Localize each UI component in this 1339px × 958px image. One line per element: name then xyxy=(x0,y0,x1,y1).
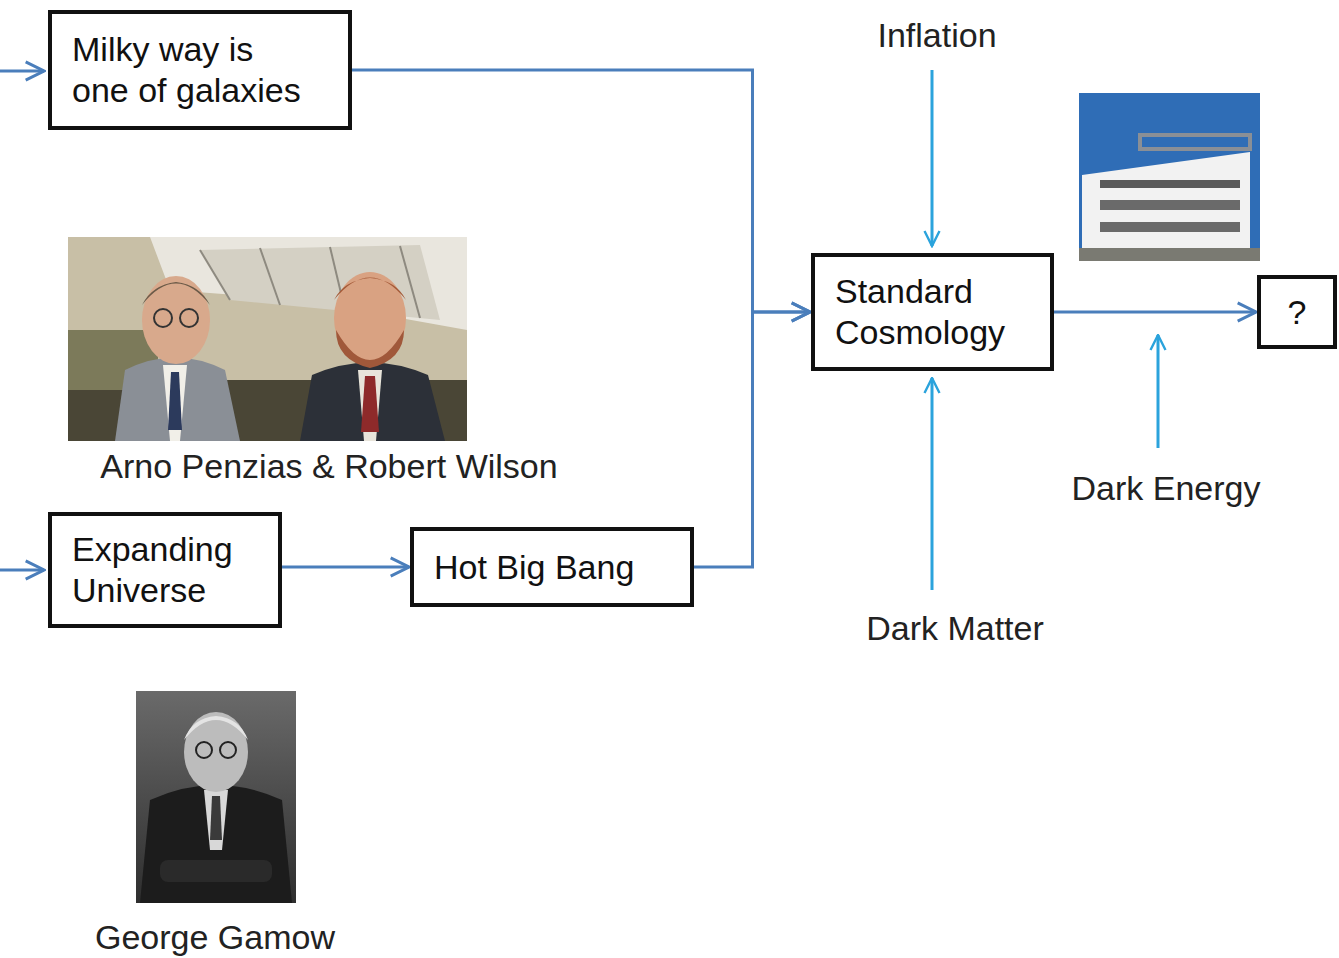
influence-arrow xyxy=(931,378,934,590)
glasses xyxy=(180,309,198,327)
shirt xyxy=(163,365,187,441)
flow-connector xyxy=(694,312,810,567)
photo-ground xyxy=(1079,248,1260,261)
glasses xyxy=(154,309,172,327)
building-photo xyxy=(1079,93,1260,261)
shirt xyxy=(358,370,382,441)
penzias-wilson-photo xyxy=(68,237,467,441)
roof-frame xyxy=(1140,135,1250,149)
face xyxy=(142,276,210,364)
annotation-label: George Gamow xyxy=(92,917,338,958)
box-label: Milky way is one of galaxies xyxy=(72,29,310,111)
box-label: Hot Big Bang xyxy=(434,547,634,588)
entry-arrow xyxy=(0,70,44,73)
tie xyxy=(210,796,222,840)
antenna-strut xyxy=(200,250,230,300)
suit xyxy=(115,358,240,442)
concept-box: Hot Big Bang xyxy=(410,527,694,607)
horn-antenna xyxy=(150,237,467,330)
annotation-label: Dark Matter xyxy=(863,608,1047,649)
tie xyxy=(361,376,379,432)
shirt xyxy=(204,790,228,850)
photo-background xyxy=(136,691,296,903)
influence-arrow xyxy=(1157,335,1160,448)
photo-background xyxy=(68,237,467,441)
box-label: ? xyxy=(1288,292,1307,333)
window-row xyxy=(1100,180,1240,188)
photo-sky xyxy=(1079,93,1260,261)
influence-arrow xyxy=(931,70,934,246)
face xyxy=(184,712,248,792)
glasses xyxy=(196,742,212,758)
box-label: Expanding Universe xyxy=(72,529,242,611)
window-row xyxy=(1100,200,1240,210)
flow-connector xyxy=(352,70,810,312)
concept-box: Milky way is one of galaxies xyxy=(48,10,352,130)
flow-connector xyxy=(1054,311,1256,314)
entry-arrow xyxy=(0,569,44,572)
suit xyxy=(300,363,445,442)
folded-arms xyxy=(160,860,272,882)
concept-box: ? xyxy=(1257,275,1337,349)
beard xyxy=(336,330,404,368)
concept-box: Standard Cosmology xyxy=(811,253,1054,371)
suit xyxy=(140,785,292,903)
box-label: Standard Cosmology xyxy=(835,271,1012,353)
gamow-photo xyxy=(136,691,296,903)
building-facade xyxy=(1082,152,1250,250)
glasses xyxy=(220,742,236,758)
antenna-strut xyxy=(260,248,280,305)
hair xyxy=(142,282,210,305)
window-row xyxy=(1100,222,1240,232)
annotation-label: Inflation xyxy=(874,15,999,56)
tie xyxy=(168,372,182,430)
annotation-label: Dark Energy xyxy=(1069,468,1264,509)
hair xyxy=(184,716,248,740)
annotation-label: Arno Penzias & Robert Wilson xyxy=(97,446,560,487)
flow-connector xyxy=(282,566,409,569)
concept-box: Expanding Universe xyxy=(48,512,282,628)
hair xyxy=(334,278,406,301)
